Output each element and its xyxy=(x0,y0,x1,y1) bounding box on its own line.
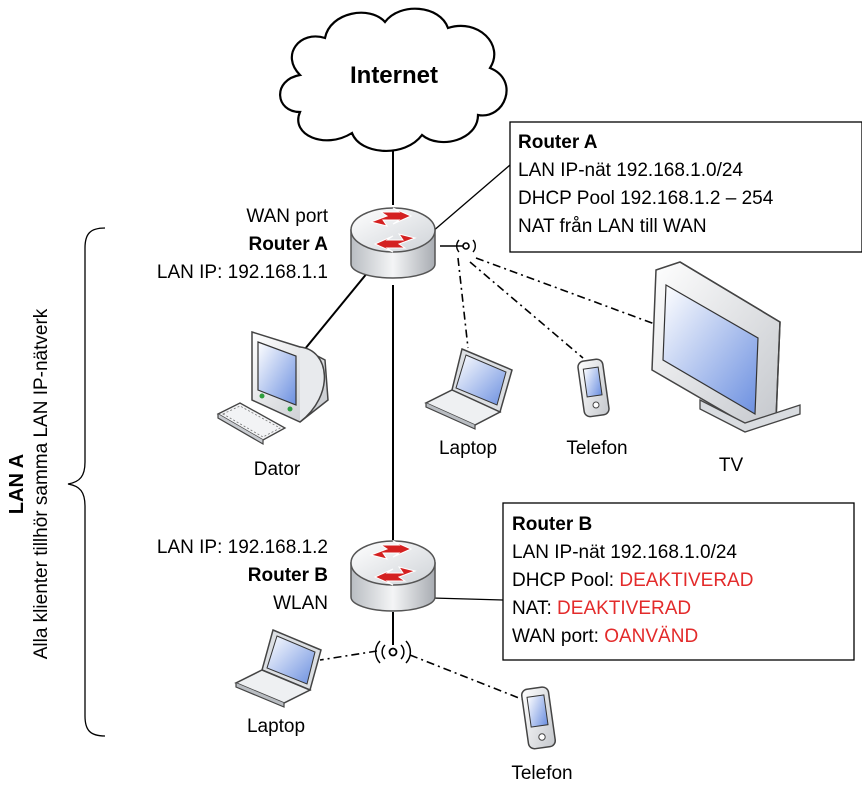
device-label-dator: Dator xyxy=(254,459,301,480)
router-b-box-lan-net: LAN IP-nät 192.168.1.0/24 xyxy=(512,542,737,563)
router-a-side-labels: WAN port Router A LAN IP: 192.168.1.1 xyxy=(157,206,329,283)
router-b-name-label: Router B xyxy=(248,565,328,586)
router-a-lan-ip-label: LAN IP: 192.168.1.1 xyxy=(157,262,328,283)
router-a-box-pointer xyxy=(431,164,511,233)
lan-a-subtitle: Alla klienter tillhör samma LAN IP-nätve… xyxy=(31,308,52,659)
router-b-wifi-icon xyxy=(374,640,412,664)
device-label-laptop-a: Laptop xyxy=(439,438,497,459)
router-a-box-dhcp: DHCP Pool 192.168.1.2 – 254 xyxy=(518,188,774,209)
wifi-link-tv xyxy=(475,257,661,327)
desktop-computer-icon xyxy=(216,330,329,446)
router-b-dhcp-label: DHCP Pool: xyxy=(512,570,619,591)
router-b-lan-ip-label: LAN IP: 192.168.1.2 xyxy=(157,537,328,558)
router-b-box-pointer xyxy=(431,597,504,601)
router-b-box-wan: WAN port: OANVÄND xyxy=(512,626,698,647)
laptop-b-icon xyxy=(234,628,322,708)
router-b-info-box: Router B LAN IP-nät 192.168.1.0/24 DHCP … xyxy=(502,502,855,661)
router-a-box-nat: NAT från LAN till WAN xyxy=(518,216,707,237)
router-b-box-dhcp: DHCP Pool: DEAKTIVERAD xyxy=(512,570,753,591)
router-b-box-title: Router B xyxy=(512,514,592,535)
device-label-telefon-b: Telefon xyxy=(511,763,572,784)
wifi-link-telefon-b xyxy=(409,654,525,701)
telefon-b-icon xyxy=(520,686,557,750)
router-a xyxy=(350,207,436,279)
router-b-wan-label: WAN port: xyxy=(512,626,604,647)
connections xyxy=(299,150,661,701)
cloud-label: Internet xyxy=(350,62,438,89)
router-a-wan-port-label: WAN port xyxy=(246,206,328,227)
device-label-laptop-b: Laptop xyxy=(247,716,305,737)
router-b-wlan-label: WLAN xyxy=(273,593,328,614)
device-label-telefon-a: Telefon xyxy=(566,438,627,459)
router-b-side-labels: LAN IP: 192.168.1.2 Router B WLAN xyxy=(157,537,328,614)
lan-a-labels: LAN A Alla klienter tillhör samma LAN IP… xyxy=(6,308,52,659)
router-b-nat-label: NAT: xyxy=(512,598,557,619)
laptop-a-icon xyxy=(424,347,513,430)
lan-a-brace xyxy=(67,227,106,737)
wifi-link-telefon-a xyxy=(469,261,584,359)
device-label-tv: TV xyxy=(719,455,744,476)
telefon-a-icon xyxy=(577,358,610,418)
router-a-box-title: Router A xyxy=(518,132,598,153)
router-a-box-lan-net: LAN IP-nät 192.168.1.0/24 xyxy=(518,160,743,181)
wifi-link-laptop-a xyxy=(457,257,469,349)
router-a-name-label: Router A xyxy=(248,234,328,255)
router-b-nat-value: DEAKTIVERAD xyxy=(557,598,691,619)
lan-a-title: LAN A xyxy=(6,454,28,514)
internet-cloud: Internet xyxy=(279,7,508,152)
wifi-link-laptop-b xyxy=(319,650,378,661)
router-b xyxy=(350,540,436,612)
router-a-info-box: Router A LAN IP-nät 192.168.1.0/24 DHCP … xyxy=(509,121,862,253)
router-b-wan-value: OANVÄND xyxy=(604,626,698,647)
cloud-shape xyxy=(279,7,508,152)
router-b-box-nat: NAT: DEAKTIVERAD xyxy=(512,598,691,619)
router-a-to-dator-link xyxy=(299,271,369,356)
router-b-dhcp-value: DEAKTIVERAD xyxy=(619,570,753,591)
tv-icon xyxy=(651,261,801,433)
router-a-wifi-icon xyxy=(440,239,476,253)
